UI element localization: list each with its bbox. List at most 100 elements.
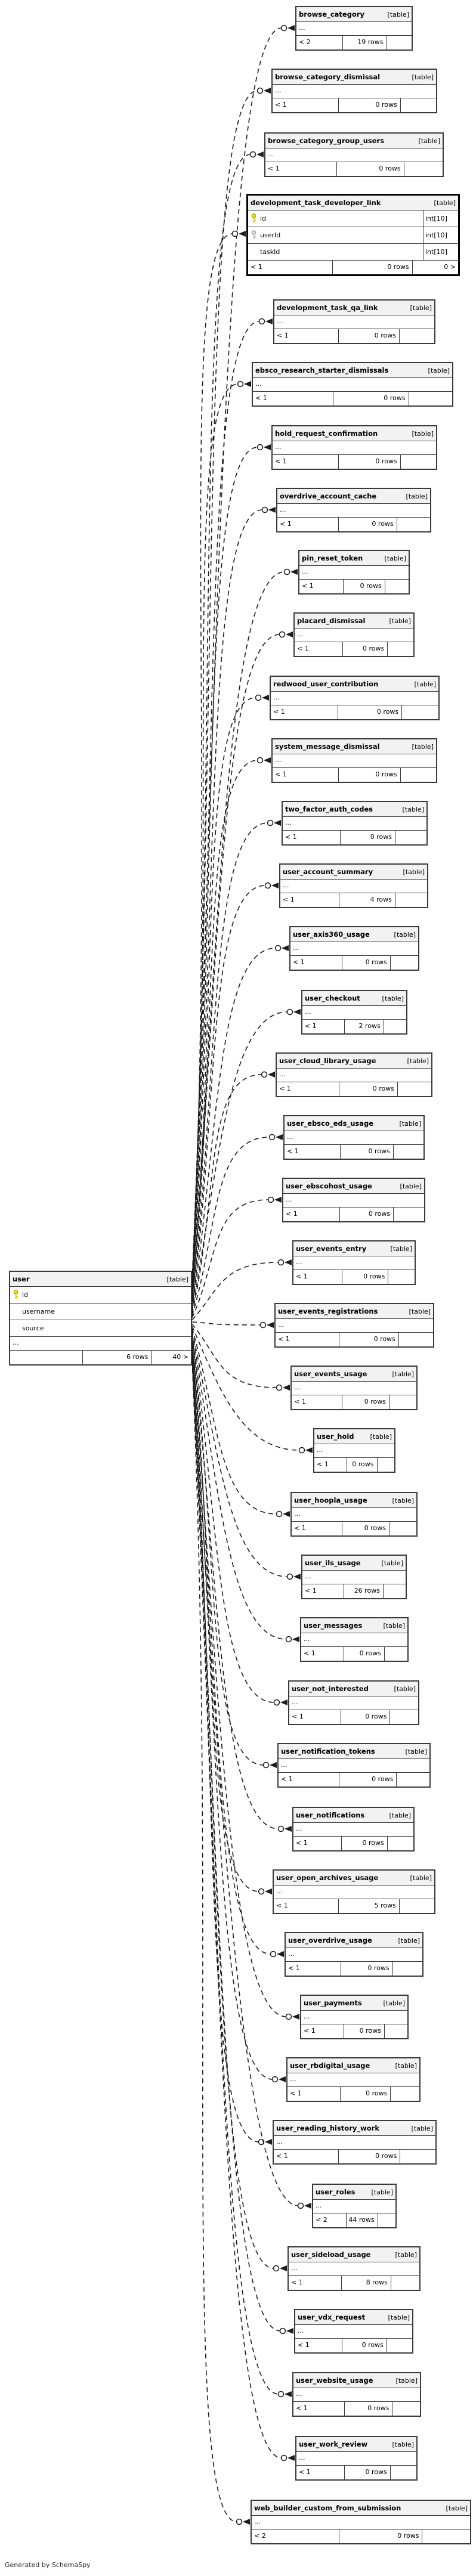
table-box[interactable]: overdrive_account_cache [table] ... < 1 … bbox=[276, 488, 431, 532]
table-box[interactable]: user_overdrive_usage [table] ... < 1 0 r… bbox=[285, 1932, 423, 1977]
table-box[interactable]: user_cloud_library_usage [table] ... < 1… bbox=[276, 1052, 432, 1097]
table-box[interactable]: user_messages [table] ... < 1 0 rows bbox=[300, 1617, 409, 1662]
row-count: 0 rows bbox=[338, 1333, 398, 1346]
table-box[interactable]: user_reading_history_work [table] ... < … bbox=[273, 2120, 437, 2165]
children-count bbox=[400, 2150, 435, 2163]
relationship-connector bbox=[191, 1321, 261, 1326]
hidden-columns-ellipsis: ... bbox=[277, 1069, 431, 1082]
table-name: user_hold bbox=[317, 1432, 354, 1441]
table-type-tag: [table] bbox=[434, 199, 456, 207]
table-name: user_account_summary bbox=[283, 868, 373, 876]
children-count bbox=[389, 2466, 416, 2479]
table-box[interactable]: two_factor_auth_codes [table] ... < 1 0 … bbox=[282, 801, 428, 846]
table-name: user_vdx_request bbox=[298, 2313, 366, 2321]
table-box[interactable]: user_ebscohost_usage [table] ... < 1 0 r… bbox=[282, 1178, 425, 1222]
relationship-arrowhead bbox=[274, 820, 281, 826]
table-type-tag: [table] bbox=[409, 1307, 431, 1315]
table-header: user_vdx_request [table] bbox=[295, 2310, 412, 2325]
table-box[interactable]: user_ils_usage [table] ... < 1 26 rows bbox=[301, 1555, 407, 1599]
table-box[interactable]: web_builder_custom_from_submission [tabl… bbox=[251, 2500, 471, 2544]
parents-count: < 1 bbox=[276, 1902, 288, 1909]
parents-count: < 1 bbox=[277, 332, 289, 339]
relationship-connector bbox=[191, 1330, 288, 1577]
table-box[interactable]: user_hoopla_usage [table] ... < 1 0 rows bbox=[290, 1492, 418, 1537]
table-box[interactable]: user_events_usage [table] ... < 1 0 rows bbox=[290, 1366, 418, 1410]
relationship-connector bbox=[191, 1332, 287, 1640]
table-footer: < 1 0 rows bbox=[286, 1962, 422, 1976]
hidden-columns-ellipsis: ... bbox=[276, 1319, 433, 1333]
table-box[interactable]: user_roles [table] ... < 2 44 rows bbox=[312, 2184, 397, 2228]
table-footer: < 2 19 rows bbox=[296, 36, 412, 49]
table-footer: 6 rows 40 > bbox=[10, 1351, 191, 1364]
zero-or-one-circle bbox=[255, 694, 262, 701]
table-footer: < 1 0 rows bbox=[292, 1395, 416, 1409]
table-box[interactable]: user_vdx_request [table] ... < 1 0 rows bbox=[294, 2309, 413, 2354]
hidden-columns-ellipsis: ... bbox=[277, 504, 430, 518]
table-type-tag: [table] bbox=[418, 137, 440, 145]
table-box[interactable]: redwood_user_contribution [table] ... < … bbox=[270, 676, 440, 720]
table-box[interactable]: user_hold [table] ... < 1 0 rows bbox=[313, 1428, 395, 1473]
table-box[interactable]: user_ebsco_eds_usage [table] ... < 1 0 r… bbox=[283, 1115, 425, 1160]
relationship-connector bbox=[191, 760, 258, 1304]
relationship-arrowhead bbox=[305, 1447, 313, 1453]
table-box[interactable]: system_message_dismissal [table] ... < 1… bbox=[271, 738, 437, 783]
row-count: 0 rows bbox=[341, 1395, 389, 1409]
table-type-tag: [table] bbox=[387, 10, 409, 18]
table-box[interactable]: hold_request_confirmation [table] ... < … bbox=[271, 425, 437, 470]
table-box[interactable]: user_account_summary [table] ... < 1 4 r… bbox=[279, 863, 428, 908]
parents-count: < 1 bbox=[286, 1210, 298, 1218]
table-box[interactable]: pin_reset_token [table] ... < 1 0 rows bbox=[298, 550, 410, 595]
table-box[interactable]: user_rbdigital_usage [table] ... < 1 0 r… bbox=[286, 2057, 421, 2102]
table-box[interactable]: user_notifications [table] ... < 1 0 row… bbox=[292, 1807, 415, 1852]
table-footer: < 1 0 rows bbox=[292, 1522, 416, 1535]
relationship-arrowhead bbox=[277, 1951, 284, 1957]
zero-or-one-circle bbox=[280, 24, 287, 32]
table-box[interactable]: user_events_entry [table] ... < 1 0 rows bbox=[292, 1240, 416, 1285]
table-box[interactable]: user_sideload_usage [table] ... < 1 8 ro… bbox=[287, 2246, 421, 2291]
table-box[interactable]: development_task_developer_link [table] … bbox=[246, 194, 460, 276]
relationship-connector bbox=[191, 1340, 259, 1892]
table-box[interactable]: ebsco_research_starter_dismissals [table… bbox=[252, 362, 453, 407]
zero-or-one-circle bbox=[298, 1447, 305, 1454]
table-name: user_events_registrations bbox=[278, 1307, 378, 1315]
table-header: user_checkout [table] bbox=[302, 991, 406, 1006]
table-name: user_not_interested bbox=[292, 1685, 369, 1693]
table-name: user_notification_tokens bbox=[281, 1747, 375, 1755]
table-box[interactable]: browse_category_dismissal [table] ... < … bbox=[271, 69, 437, 113]
table-box[interactable]: development_task_qa_link [table] ... < 1… bbox=[273, 299, 435, 344]
table-name: two_factor_auth_codes bbox=[285, 805, 373, 813]
parents-count: < 1 bbox=[288, 1964, 300, 1972]
table-type-tag: [table] bbox=[166, 1275, 188, 1283]
table-footer: < 1 0 rows bbox=[271, 705, 438, 719]
table-box[interactable]: user_work_review [table] ... < 1 0 rows bbox=[295, 2436, 418, 2481]
table-name: user_reading_history_work bbox=[276, 2124, 379, 2132]
relationship-connector bbox=[191, 1011, 288, 1312]
relationship-connector bbox=[191, 509, 263, 1296]
table-type-tag: [table] bbox=[395, 2376, 418, 2385]
table-box[interactable]: user_payments [table] ... < 1 0 rows bbox=[300, 1995, 409, 2039]
table-box[interactable]: user_events_registrations [table] ... < … bbox=[274, 1303, 434, 1348]
table-box[interactable]: user_open_archives_usage [table] ... < 1… bbox=[273, 1869, 435, 1914]
table-box[interactable]: browse_category [table] ... < 2 19 rows bbox=[295, 6, 413, 51]
table-box[interactable]: user_not_interested [table] ... < 1 0 ro… bbox=[288, 1680, 419, 1725]
children-count bbox=[386, 2339, 412, 2352]
table-footer: < 1 0 rows bbox=[279, 1773, 429, 1787]
zero-or-one-circle bbox=[276, 1510, 283, 1518]
parents-count: < 1 bbox=[299, 2468, 311, 2476]
table-name: pin_reset_token bbox=[302, 554, 363, 562]
table-box[interactable]: browse_category_group_users [table] ... … bbox=[264, 132, 444, 177]
table-box[interactable]: user_notification_tokens [table] ... < 1… bbox=[277, 1743, 431, 1788]
table-name: user_sideload_usage bbox=[291, 2250, 371, 2259]
table-box[interactable]: user_checkout [table] ... < 1 2 rows bbox=[301, 990, 407, 1035]
hidden-columns-ellipsis: ... bbox=[293, 2388, 420, 2402]
hidden-columns-ellipsis: ... bbox=[274, 2136, 435, 2150]
table-type-tag: [table] bbox=[399, 1119, 421, 1128]
table-box[interactable]: user_axis360_usage [table] ... < 1 0 row… bbox=[289, 926, 419, 971]
table-footer: < 1 0 rows bbox=[295, 2339, 412, 2352]
hidden-columns-ellipsis: ... bbox=[292, 1382, 416, 1395]
table-header: placard_dismissal [table] bbox=[295, 614, 413, 628]
table-header: user_overdrive_usage [table] bbox=[286, 1933, 422, 1948]
table-box[interactable]: user_website_usage [table] ... < 1 0 row… bbox=[292, 2372, 421, 2417]
table-box[interactable]: placard_dismissal [table] ... < 1 0 rows bbox=[293, 612, 415, 657]
